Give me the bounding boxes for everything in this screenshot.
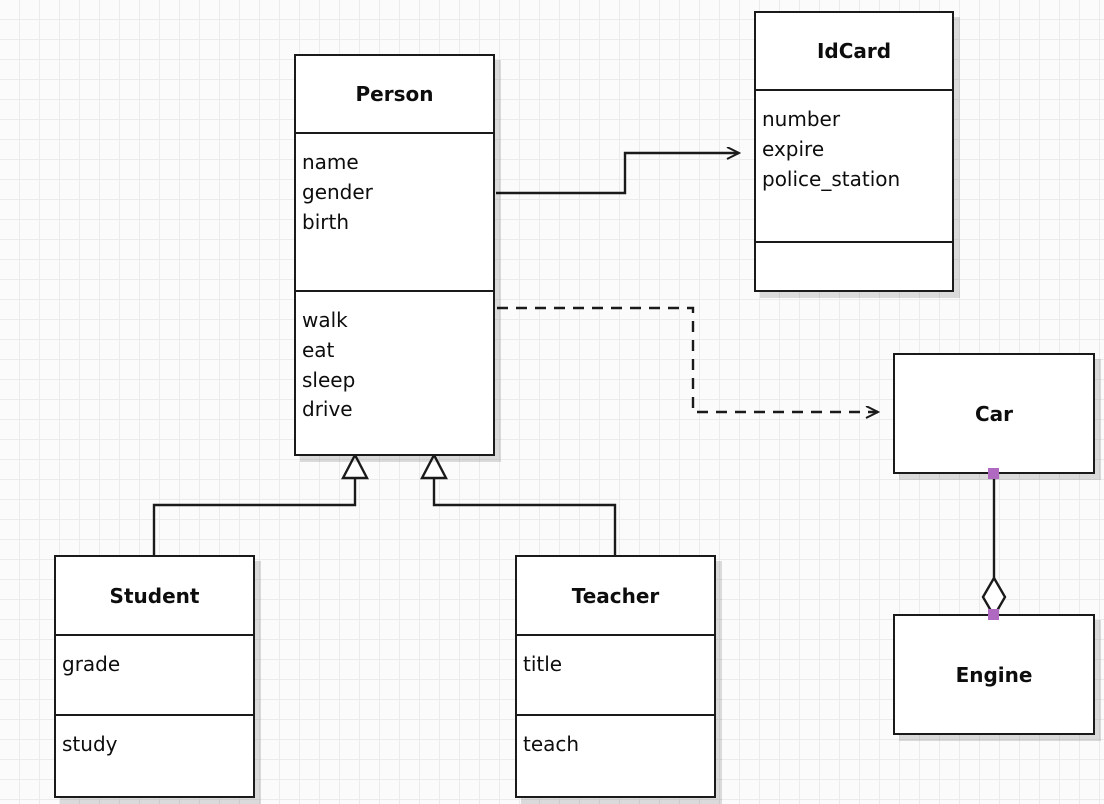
connector-handle-car-end[interactable]	[988, 468, 999, 479]
attributes-teacher: title	[517, 634, 714, 714]
attribute-row: birth	[302, 209, 349, 234]
operations-student: study	[56, 714, 253, 796]
connector-handle-engine-end[interactable]	[988, 609, 999, 620]
edge-teacher-person[interactable]	[420, 452, 617, 557]
class-name-idcard: IdCard	[816, 39, 892, 63]
class-name-teacher: Teacher	[571, 583, 660, 608]
operation-row: sleep	[302, 367, 356, 392]
operation-row: drive	[302, 397, 353, 422]
attribute-row: number	[762, 107, 841, 131]
class-box-car[interactable]: Car	[893, 353, 1095, 474]
operation-row: walk	[302, 308, 348, 332]
class-box-person[interactable]: Person name gender birth walk eat sleep …	[294, 54, 495, 456]
edge-car-engine[interactable]	[981, 474, 1007, 619]
attributes-person: name gender birth	[296, 132, 493, 290]
class-name-engine: Engine	[955, 662, 1033, 687]
operations-idcard	[756, 241, 952, 290]
attribute-row: police_station	[762, 166, 901, 191]
attribute-row: grade	[62, 652, 121, 676]
operation-row: teach	[523, 732, 580, 756]
class-box-teacher[interactable]: Teacher title teach	[515, 555, 716, 798]
edge-student-person[interactable]	[152, 452, 369, 557]
class-name-person: Person	[355, 82, 434, 106]
attributes-idcard: number expire police_station	[756, 89, 952, 241]
edge-person-car[interactable]	[497, 306, 878, 412]
attribute-row: gender	[302, 179, 373, 204]
class-name-student: Student	[109, 583, 200, 608]
edge-person-idcard[interactable]	[496, 153, 739, 195]
attribute-row: expire	[762, 136, 825, 161]
class-box-student[interactable]: Student grade study	[54, 555, 255, 798]
operations-teacher: teach	[517, 714, 714, 796]
operation-row: eat	[302, 337, 335, 362]
class-box-idcard[interactable]: IdCard number expire police_station	[754, 11, 954, 292]
attribute-row: name	[302, 150, 359, 174]
attribute-row: title	[523, 652, 563, 676]
operation-row: study	[62, 732, 118, 756]
class-name-car: Car	[974, 401, 1014, 426]
class-box-engine[interactable]: Engine	[893, 614, 1095, 735]
operations-person: walk eat sleep drive	[296, 290, 493, 454]
attributes-student: grade	[56, 634, 253, 714]
